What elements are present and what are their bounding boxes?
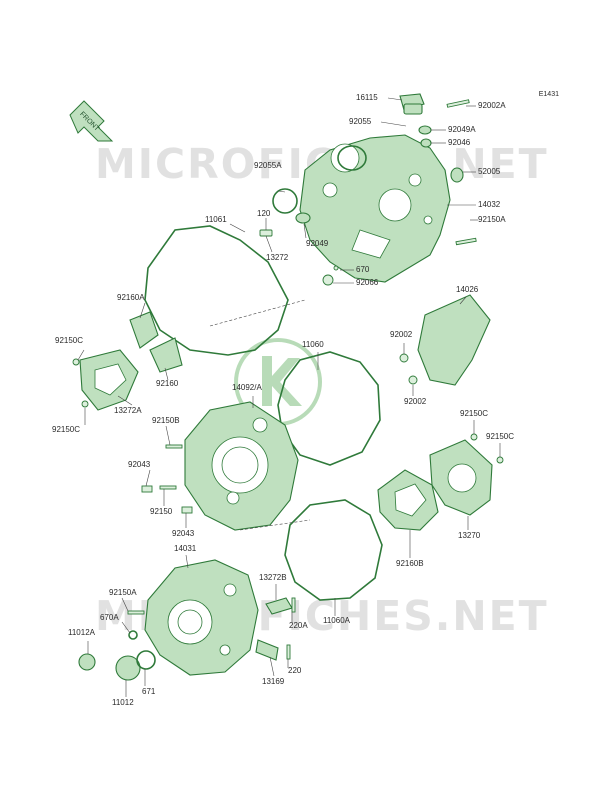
part-92002A-bolt bbox=[446, 99, 470, 108]
part-label-92150c_b: 92150C bbox=[52, 425, 81, 434]
part-92055-oring bbox=[337, 145, 367, 171]
part-92049 bbox=[295, 212, 311, 224]
part-11060A-gasket bbox=[284, 499, 383, 601]
part-52005 bbox=[450, 167, 464, 183]
part-92043-b bbox=[181, 506, 193, 514]
part-label-11061: 11061 bbox=[205, 215, 227, 224]
part-label-16115: 16115 bbox=[356, 93, 378, 102]
part-671-oring bbox=[136, 650, 156, 670]
part-92046 bbox=[420, 138, 432, 148]
part-label-13169: 13169 bbox=[262, 677, 285, 686]
part-120-bolt bbox=[259, 229, 273, 237]
part-label-11060a: 11060A bbox=[323, 616, 350, 625]
part-92150C-bolt-b bbox=[81, 400, 89, 408]
part-label-13272b: 13272B bbox=[259, 573, 287, 582]
part-label-92049a: 92049A bbox=[448, 125, 476, 134]
part-220-bolt bbox=[286, 644, 291, 660]
part-label-92043_a: 92043 bbox=[128, 460, 151, 469]
part-label-92150a_top: 92150A bbox=[478, 215, 506, 224]
part-92150B-bolt bbox=[165, 444, 183, 449]
part-label-670: 670 bbox=[356, 265, 370, 274]
part-label-13270: 13270 bbox=[458, 531, 481, 540]
part-label-11012: 11012 bbox=[112, 698, 134, 707]
part-label-11012a: 11012A bbox=[68, 628, 95, 637]
part-label-14032: 14032 bbox=[478, 200, 501, 209]
part-label-14092a: 14092/A bbox=[232, 383, 262, 392]
part-label-92150c_a: 92150C bbox=[55, 336, 84, 345]
part-13169 bbox=[255, 639, 279, 661]
part-92049A bbox=[418, 125, 432, 135]
part-14026-cover bbox=[417, 294, 491, 386]
leader-lines bbox=[77, 97, 501, 697]
part-label-92049: 92049 bbox=[306, 239, 329, 248]
part-label-14031: 14031 bbox=[174, 544, 197, 553]
part-label-92150c_c: 92150C bbox=[460, 409, 489, 418]
part-220A-bolt bbox=[291, 597, 296, 613]
part-label-120: 120 bbox=[257, 209, 271, 218]
part-label-92055: 92055 bbox=[349, 117, 372, 126]
part-92150-bolt bbox=[159, 485, 177, 490]
part-670A bbox=[128, 630, 138, 640]
part-label-92002_b: 92002 bbox=[404, 397, 427, 406]
part-label-92066: 92066 bbox=[356, 278, 379, 287]
part-label-670a: 670A bbox=[100, 613, 119, 622]
part-label-52005: 52005 bbox=[478, 167, 501, 176]
part-label-92150a_bot: 92150A bbox=[109, 588, 137, 597]
part-label-13272: 13272 bbox=[266, 253, 289, 262]
part-14032-cover bbox=[299, 134, 451, 283]
part-label-14026: 14026 bbox=[456, 285, 479, 294]
part-92160A bbox=[129, 311, 159, 349]
diagram-code: E1431 bbox=[538, 91, 559, 98]
part-label-220: 220 bbox=[288, 666, 302, 675]
part-92150A-bot-bolt bbox=[127, 610, 145, 615]
part-label-92160a: 92160A bbox=[117, 293, 145, 302]
part-label-92160b: 92160B bbox=[396, 559, 424, 568]
part-label-11060: 11060 bbox=[302, 340, 324, 349]
part-label-92002_a: 92002 bbox=[390, 330, 413, 339]
part-92160 bbox=[149, 337, 183, 373]
part-11012A-plug bbox=[78, 653, 96, 671]
part-16115-cap bbox=[399, 93, 425, 115]
part-92150A-top-bolt bbox=[455, 237, 477, 246]
part-label-220a: 220A bbox=[289, 621, 308, 630]
part-11012-plug bbox=[115, 655, 141, 681]
part-label-92150b: 92150B bbox=[152, 416, 180, 425]
part-92066 bbox=[322, 274, 334, 286]
part-92055A-oring bbox=[272, 188, 298, 214]
part-label-671: 671 bbox=[142, 687, 156, 696]
part-label-92043_b: 92043 bbox=[172, 529, 195, 538]
part-92150C-bolt-a bbox=[72, 358, 80, 366]
part-label-92150c_d: 92150C bbox=[486, 432, 515, 441]
part-13272B bbox=[265, 597, 293, 615]
part-11061-gasket bbox=[144, 225, 289, 356]
part-14092A-cover bbox=[184, 401, 299, 531]
part-92043-a bbox=[141, 485, 153, 493]
part-label-13272a: 13272A bbox=[114, 406, 142, 415]
front-arrow-icon: FRONT bbox=[69, 100, 114, 142]
part-670 bbox=[333, 265, 339, 271]
part-label-92160: 92160 bbox=[156, 379, 179, 388]
part-label-92046: 92046 bbox=[448, 138, 471, 147]
part-14031-cover bbox=[144, 559, 259, 676]
part-label-92055a: 92055A bbox=[254, 161, 282, 170]
part-label-92150: 92150 bbox=[150, 507, 173, 516]
part-label-92002a: 92002A bbox=[478, 101, 506, 110]
